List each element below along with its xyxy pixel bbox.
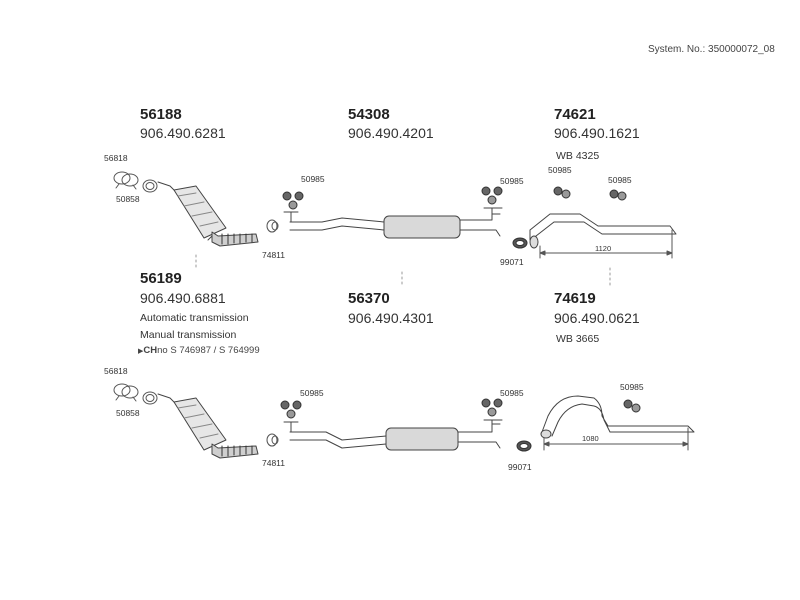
tail-pipe-74619 (540, 395, 695, 439)
part-number-56188: 56188 (140, 106, 182, 123)
callout-50985-bottom-3: 50985 (620, 382, 644, 392)
callout-50985-top-2: 50985 (500, 176, 524, 186)
callout-74811-top: 74811 (262, 250, 286, 260)
dimension-line-bottom (543, 427, 689, 451)
callout-50985-top-1: 50985 (301, 174, 325, 184)
manual-transmission-note: Manual transmission (140, 329, 237, 341)
arrow-right-icon: ▶ (138, 348, 144, 355)
part-number-56370: 56370 (348, 290, 390, 307)
gasket-50858-bottom (142, 391, 158, 405)
dimension-1080: 1080 (582, 434, 599, 443)
dimension-line-top (539, 229, 673, 259)
catalytic-converter-bottom (157, 393, 259, 459)
oem-number-56370: 906.490.4301 (348, 310, 434, 326)
hanger-50985-tail-2 (609, 189, 627, 201)
middle-pipe-bottom (283, 421, 501, 451)
clamp-74811-bottom (266, 433, 279, 447)
clamp-99071-bottom (516, 440, 532, 452)
hanger-50985-bottom-right (481, 398, 503, 417)
clamp-56818-bottom (113, 383, 139, 402)
catalytic-converter-top (157, 181, 259, 247)
part-number-56189: 56189 (140, 270, 182, 287)
oem-number-74621: 906.490.1621 (554, 125, 640, 141)
oem-number-54308: 906.490.4201 (348, 125, 434, 141)
clamp-56818-top (113, 171, 139, 190)
hanger-50985-tail-bottom (623, 399, 641, 413)
chassis-range-value: S 746987 / S 764999 (170, 345, 260, 356)
callout-50985-bottom-1: 50985 (300, 388, 324, 398)
chassis-range: ▶CHno S 746987 / S 764999 (138, 345, 260, 356)
hanger-bracket-bottom (483, 419, 503, 429)
callout-50985-top-4: 50985 (608, 175, 632, 185)
chassis-prefix: CH (143, 345, 158, 356)
chassis-suffix: no (157, 345, 168, 356)
part-number-54308: 54308 (348, 106, 390, 123)
callout-99071-top: 99071 (500, 257, 524, 267)
wheelbase-74621: WB 4325 (556, 150, 600, 162)
middle-pipe-top (283, 211, 501, 239)
callout-74811-bottom: 74811 (262, 458, 286, 468)
hanger-50985-tail-1 (553, 186, 571, 199)
callout-50985-bottom-2: 50985 (500, 388, 524, 398)
oem-number-74619: 906.490.0621 (554, 310, 640, 326)
oem-number-56189: 906.490.6881 (140, 290, 226, 306)
hanger-bracket-top (483, 207, 503, 217)
automatic-transmission-note: Automatic transmission (140, 312, 249, 324)
oem-number-56188: 906.490.6281 (140, 125, 226, 141)
clamp-99071-top (512, 237, 528, 249)
callout-50858-bottom: 50858 (116, 408, 140, 418)
part-number-74619: 74619 (554, 290, 596, 307)
dimension-1120: 1120 (595, 244, 612, 253)
tail-pipe-74621 (529, 213, 677, 249)
callout-50985-top-3: 50985 (548, 165, 572, 175)
gasket-50858-top (142, 179, 158, 193)
hanger-50985-top-left (282, 191, 304, 210)
hanger-50985-top-right (481, 186, 503, 205)
callout-99071-bottom: 99071 (508, 462, 532, 472)
callout-50858-top: 50858 (116, 194, 140, 204)
callout-56818-top: 56818 (104, 153, 128, 163)
wheelbase-74619: WB 3665 (556, 333, 600, 345)
callout-56818-bottom: 56818 (104, 366, 128, 376)
system-number: System. No.: 350000072_08 (648, 44, 775, 55)
clamp-74811-top (266, 219, 279, 233)
hanger-50985-bottom-left (280, 400, 302, 419)
part-number-74621: 74621 (554, 106, 596, 123)
